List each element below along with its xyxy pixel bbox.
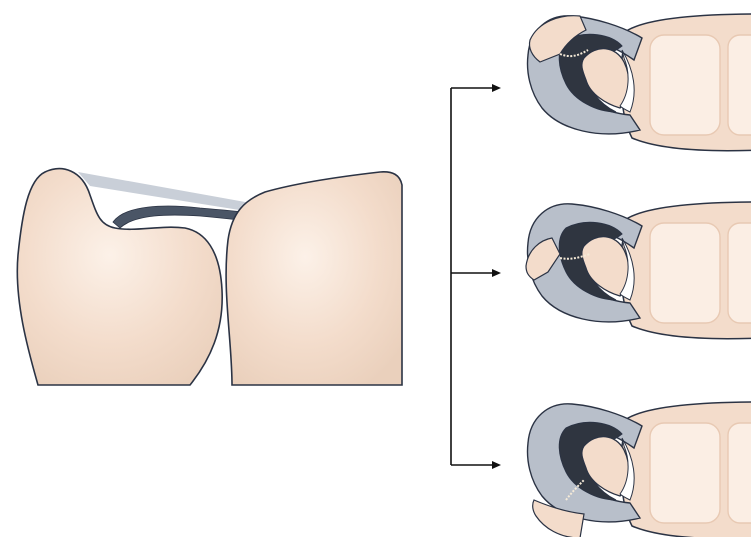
variant-bottom (528, 402, 751, 537)
shaft-panel (728, 423, 751, 523)
left-joint-view (0, 160, 415, 406)
variant-middle (526, 202, 751, 339)
shaft-panel (650, 423, 720, 523)
fracture-variants (526, 0, 751, 537)
branching-arrow (451, 88, 493, 465)
arrowhead-middle (492, 269, 501, 277)
shaft-panel (728, 35, 751, 135)
shaft-panel (650, 35, 720, 135)
shaft-panel (650, 223, 720, 323)
shaft-panel (728, 223, 751, 323)
distal-bone (226, 172, 402, 385)
variant-top (528, 14, 751, 151)
arrowhead-bottom (492, 461, 501, 469)
arrowhead-top (492, 84, 501, 92)
